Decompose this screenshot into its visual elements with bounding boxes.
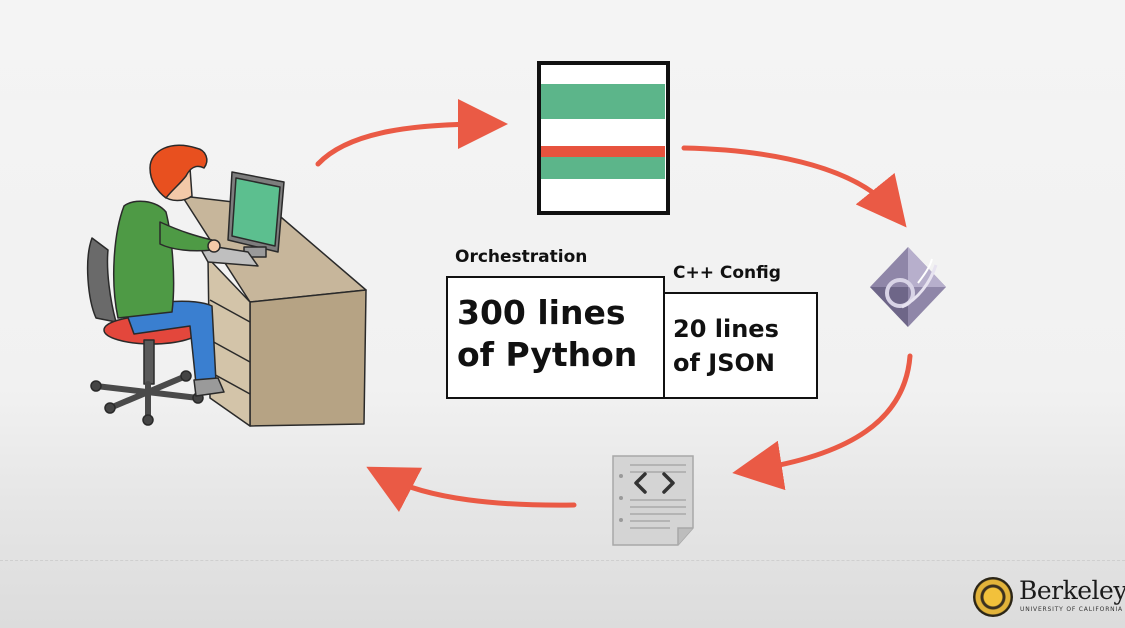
json-lines-box: 20 lines of JSON bbox=[663, 292, 818, 399]
json-lines-count: 20 lines bbox=[673, 315, 779, 343]
test-results-bars-icon bbox=[537, 61, 670, 215]
arrow-build-to-source bbox=[732, 353, 913, 491]
logo-name: Berkeley bbox=[1019, 576, 1125, 605]
build-gear-diamond-icon bbox=[870, 247, 946, 327]
arrow-source-to-developer bbox=[366, 466, 577, 513]
python-lines-language: of Python bbox=[457, 335, 638, 374]
python-lines-count: 300 lines bbox=[457, 293, 626, 332]
university-seal-icon bbox=[973, 577, 1013, 617]
source-code-document-icon bbox=[612, 455, 694, 546]
floor-divider bbox=[0, 560, 1125, 561]
json-lines-language: of JSON bbox=[673, 349, 775, 377]
python-lines-box: 300 lines of Python bbox=[446, 276, 665, 399]
workflow-arrows bbox=[315, 99, 913, 513]
orchestration-label: Orchestration bbox=[455, 247, 588, 267]
logo-subtitle: UNIVERSITY OF CALIFORNIA bbox=[1020, 606, 1123, 613]
arrow-developer-to-tests bbox=[315, 99, 508, 167]
arrow-tests-to-build bbox=[681, 145, 907, 228]
cpp-config-label: C++ Config bbox=[673, 263, 781, 283]
berkeley-logo: Berkeley UNIVERSITY OF CALIFORNIA bbox=[973, 576, 1125, 620]
developer-at-desk-illustration bbox=[86, 144, 367, 427]
